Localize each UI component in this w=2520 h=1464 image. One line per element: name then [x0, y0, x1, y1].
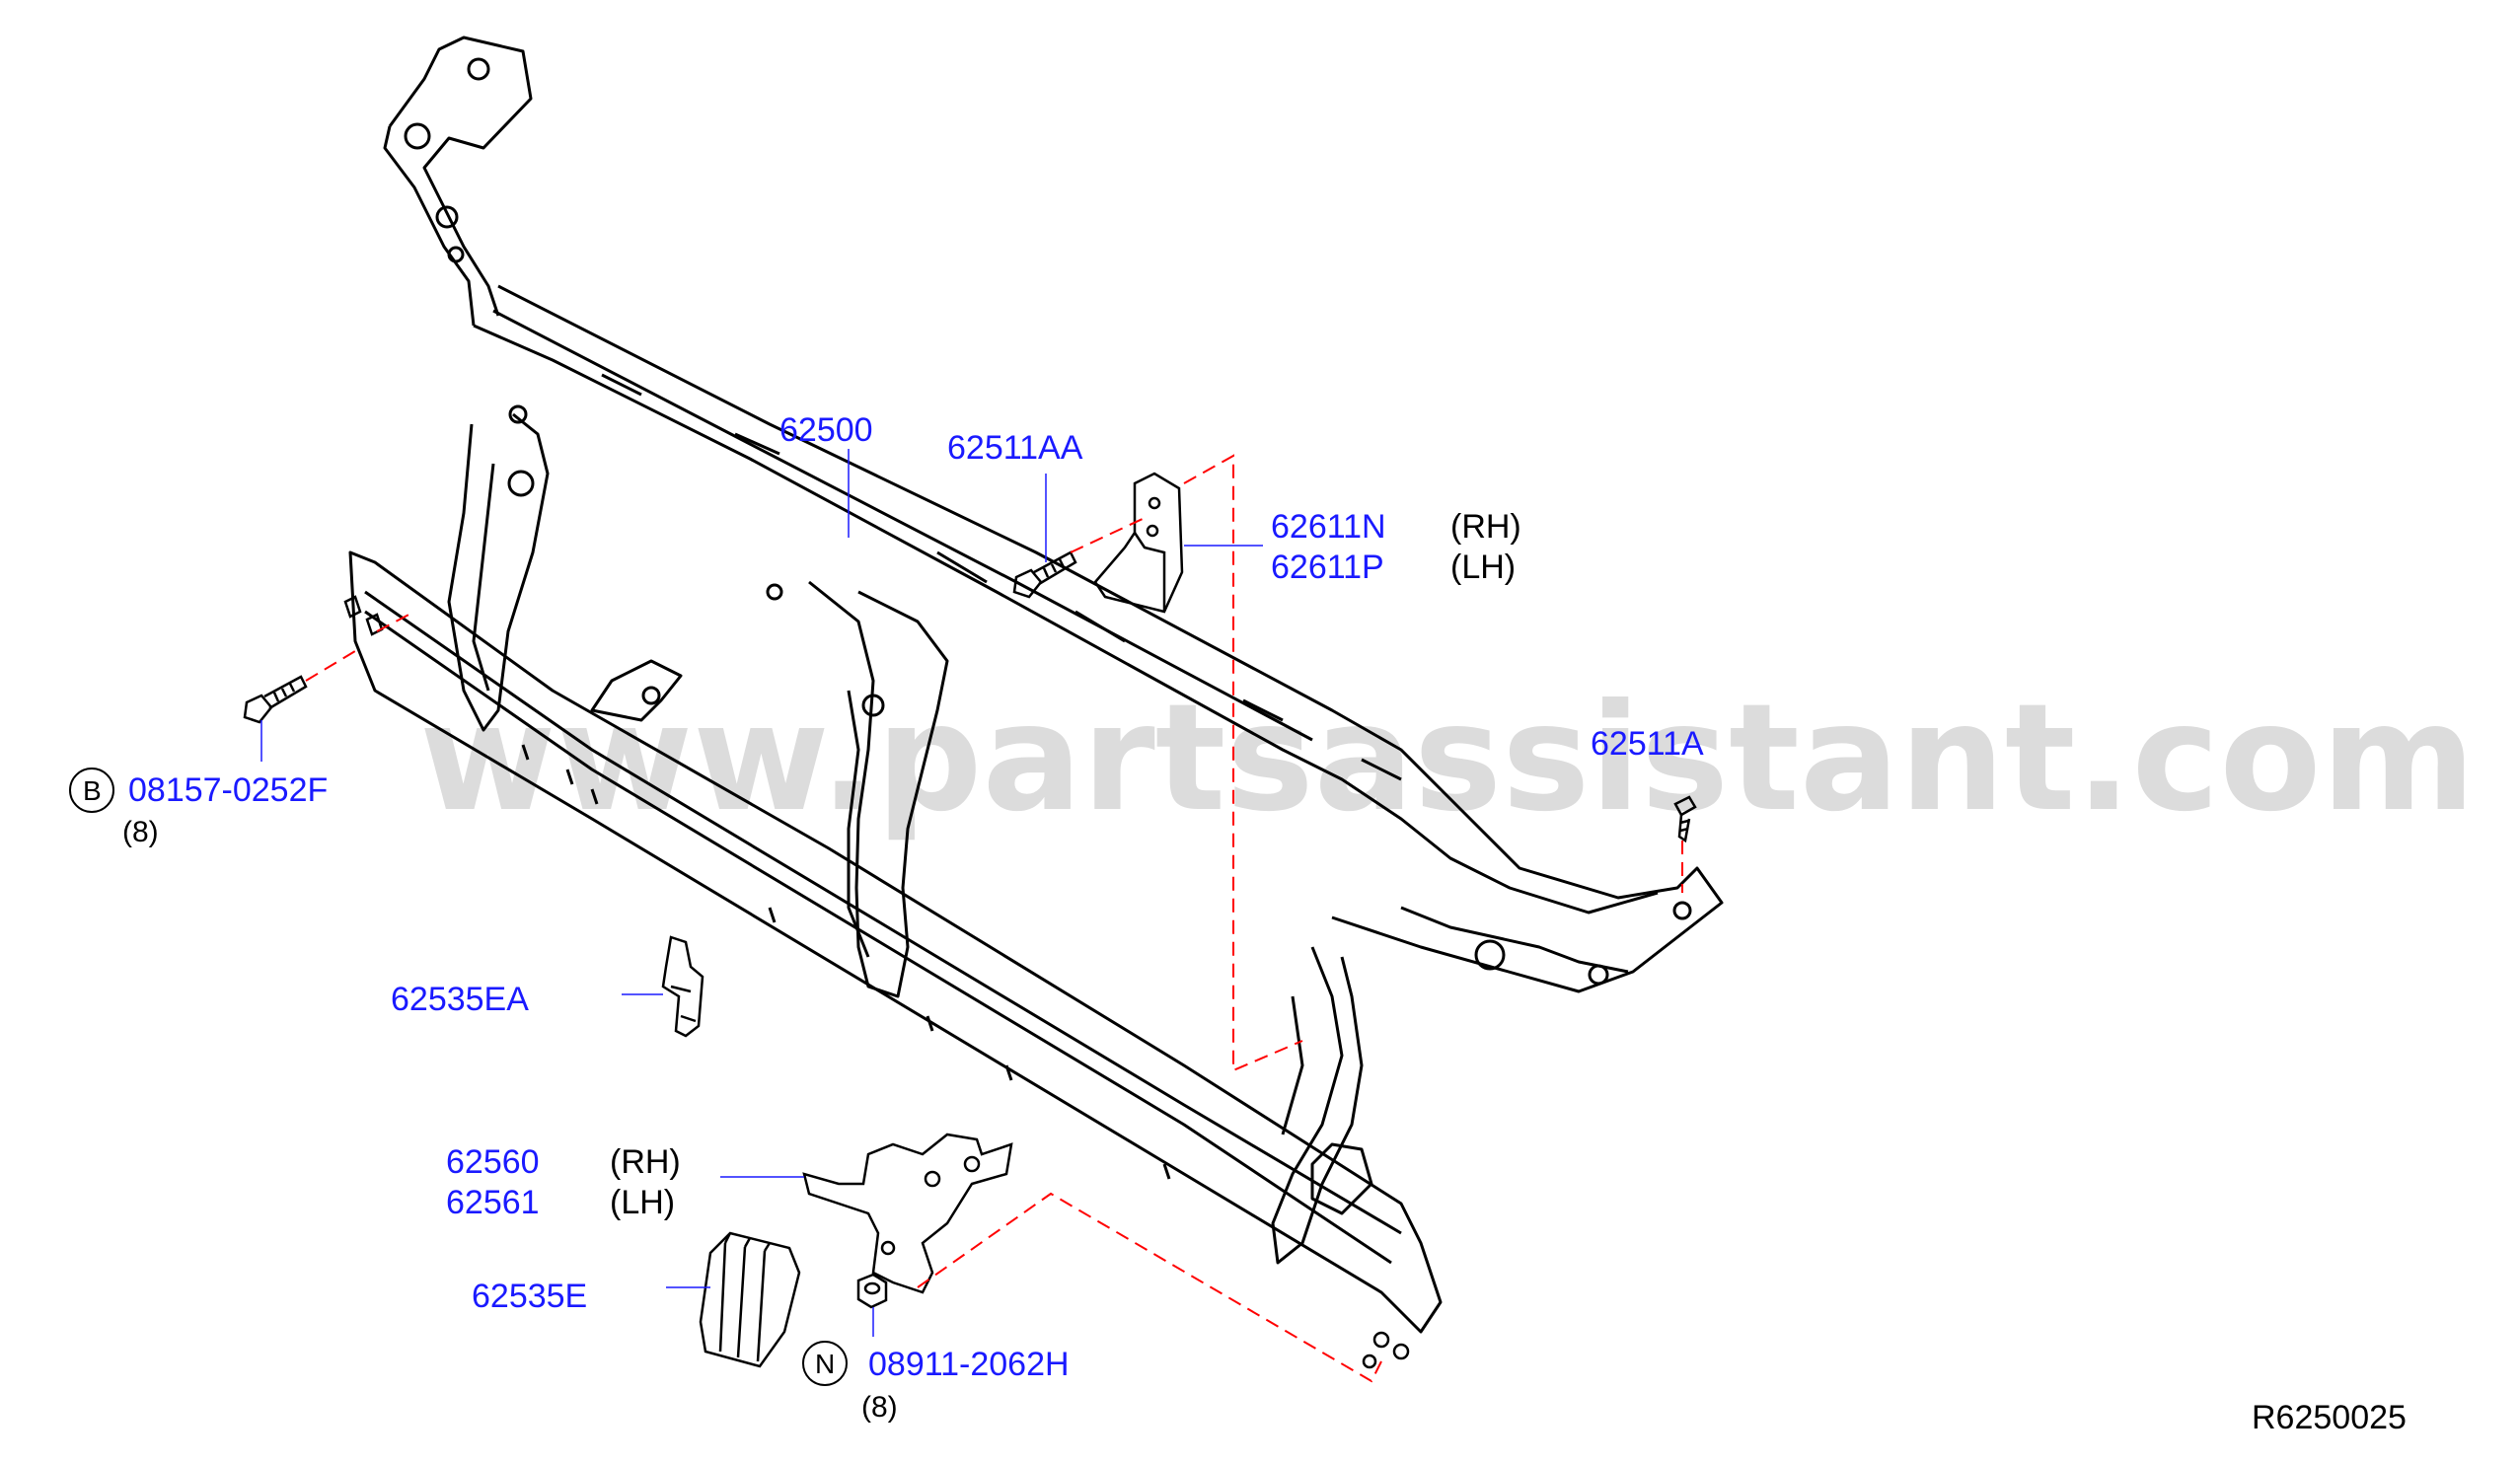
bolt-icon[interactable]: [243, 675, 308, 724]
part-number-62535EA[interactable]: 62535EA: [391, 981, 529, 1018]
quantity-label: (8): [122, 816, 159, 848]
part-number-62535E[interactable]: 62535E: [472, 1278, 587, 1315]
nut-icon[interactable]: [856, 1273, 888, 1309]
part-number-62611N[interactable]: 62611N: [1271, 508, 1386, 546]
bracket-icon[interactable]: [1093, 472, 1184, 614]
part-number-62611P[interactable]: 62611P: [1271, 549, 1384, 586]
screw-icon[interactable]: [1673, 795, 1697, 843]
part-number-62560[interactable]: 62560: [446, 1143, 540, 1181]
diagram-reference-code: R6250025: [2252, 1399, 2407, 1436]
part-number-08911-2062H[interactable]: 08911-2062H: [868, 1346, 1070, 1383]
circle-letter: N: [815, 1349, 835, 1379]
part-number-62511AA[interactable]: 62511AA: [947, 429, 1083, 467]
circle-badge-n: N: [802, 1341, 848, 1386]
part-number-62511A[interactable]: 62511A: [1591, 725, 1704, 763]
quantity-label: (8): [861, 1391, 898, 1424]
part-number-62561[interactable]: 62561: [446, 1184, 540, 1221]
guide-lines: [305, 454, 1683, 1383]
bracket-icon[interactable]: [802, 1133, 1013, 1294]
part-number-08157-0252F[interactable]: 08157-0252F: [128, 771, 328, 809]
circle-badge-b: B: [69, 768, 114, 813]
watermark-text: www.partsassistant.com: [419, 673, 2476, 844]
insulator-icon[interactable]: [699, 1231, 801, 1368]
side-label-rh: (RH): [610, 1143, 681, 1181]
circle-letter: B: [83, 775, 102, 806]
side-label-lh: (LH): [1450, 549, 1516, 586]
clip-icon[interactable]: [661, 935, 704, 1038]
side-label-rh: (RH): [1450, 508, 1521, 546]
radiator-core-support-icon[interactable]: [348, 36, 1724, 1334]
side-label-lh: (LH): [610, 1184, 675, 1221]
leader-lines: [260, 449, 1263, 1337]
part-number-62500[interactable]: 62500: [779, 411, 873, 449]
bolt-icon[interactable]: [1012, 550, 1077, 599]
